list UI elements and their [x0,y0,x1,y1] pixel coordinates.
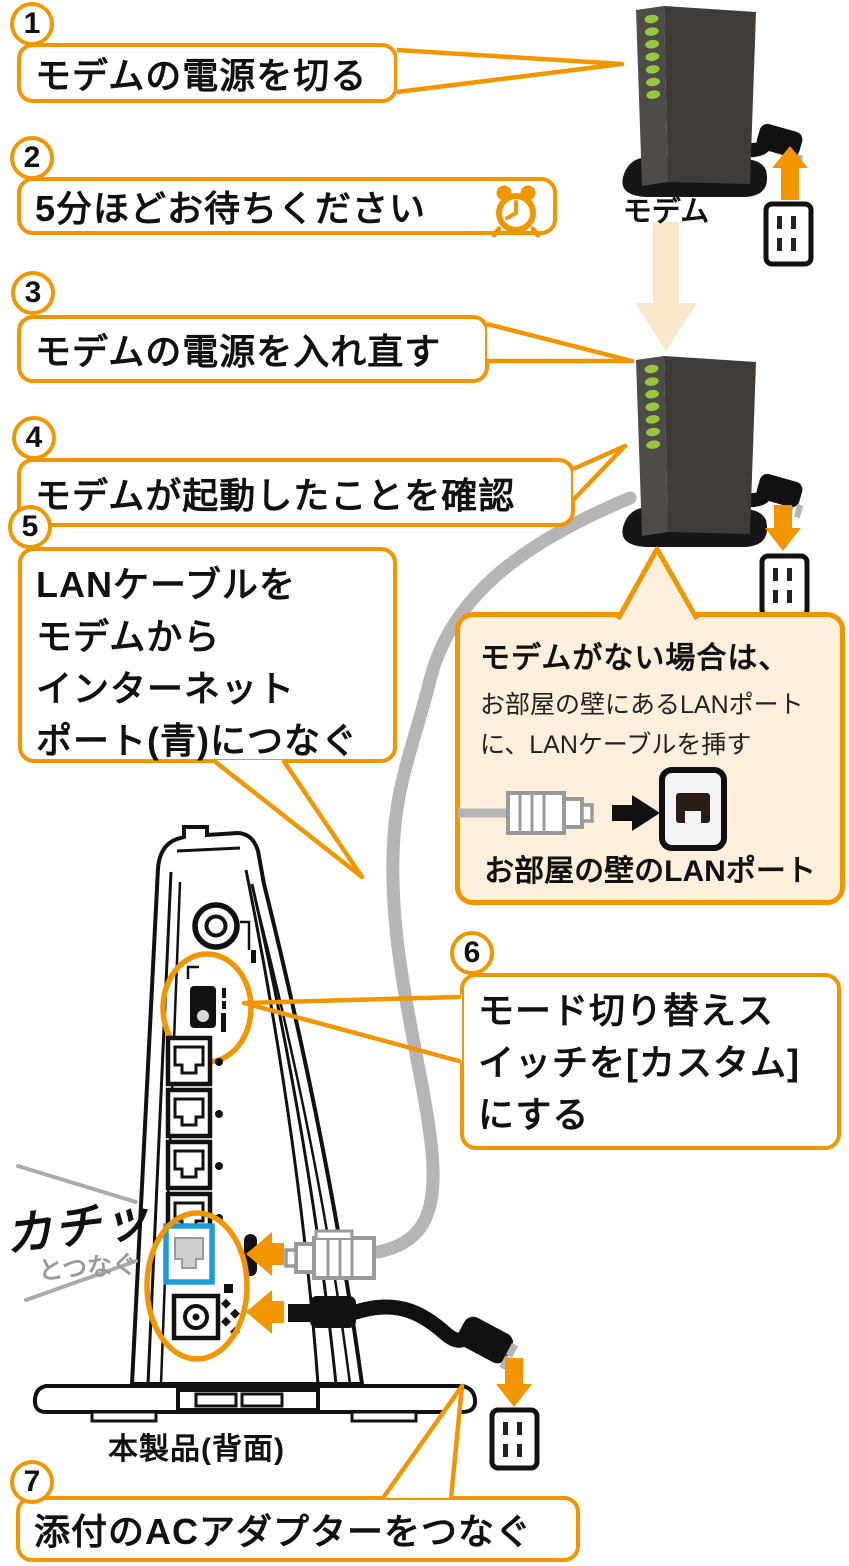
mode-switch-highlight-circle [160,951,254,1065]
step-6-line-2: イッチを[カスタム] [478,1042,800,1083]
note-box-pointer [615,546,700,621]
step-5-line-4: ポート(青)につなぐ [36,720,358,761]
step-5-line-2: モデムから [36,616,221,657]
step-7-callout: 添付のACアダプターをつなぐ [16,1496,580,1562]
step-3-callout: モデムの電源を入れ直す [17,315,489,383]
arrow-left-to-internet-port [246,1232,284,1276]
step-7-text: 添付のACアダプターをつなぐ [34,1511,532,1552]
step-6-line-1: モード切り替えス [478,990,775,1031]
arrow-down-wait [635,222,697,351]
step-2-callout: 5分ほどお待ちください [17,177,557,238]
note-caption: お部屋の壁のLANポート [484,855,816,888]
modem-led-lights [644,14,661,99]
internet-port-highlight-circle [144,1210,250,1362]
power-jack-icon [171,1284,240,1341]
router-rear-illustration [32,825,478,1423]
step-5-line-1: LANケーブルを [36,564,296,605]
modem-illustration-middle [622,356,810,619]
arrow-up-unplug [772,146,808,200]
note-body-line-1: お部屋の壁にあるLANポート [480,691,804,719]
step-4-number: 4 [12,416,56,460]
step-4-callout: モデムが起動したことを確認 [17,458,575,527]
no-modem-note-box: モデムがない場合は、 お部屋の壁にあるLANポート に、LANケーブルを挿す お… [455,612,845,905]
arrow-left-to-power-jack [246,1290,284,1334]
ac-adapter-icon [288,1296,519,1371]
step-4-pointer [571,443,628,502]
mode-switch-icon [186,965,226,1032]
router-stand [32,1384,478,1423]
step-2-number: 2 [10,136,54,180]
step-3-pointer [486,321,635,364]
lan-ports [165,1035,223,1243]
step-3-number: 3 [11,271,55,315]
step-4-text: モデムが起動したことを確認 [35,474,516,516]
step-6-pointer [241,994,462,1064]
power-outlet-icon-middle [759,553,810,619]
step-7-number: 7 [10,1460,54,1504]
modem-label: モデム [622,196,710,228]
arrow-down-to-outlet-bottom [496,1358,532,1407]
step-2-text: 5分ほどお待ちください [35,188,427,229]
power-outlet-icon-bottom [489,1407,540,1471]
step-5-pointer [211,758,365,880]
note-body: お部屋の壁にあるLANポート に、LANケーブルを挿す [480,685,820,765]
router-body-outline [129,825,365,1386]
device-rear-label: 本製品(背面) [108,1433,285,1466]
wps-button-icon [192,902,256,963]
arrow-down-plug-in [765,505,801,551]
step-6-callout: モード切り替えス イッチを[カスタム] にする [460,973,841,1150]
step-6-number: 6 [450,931,494,975]
step-7-pointer [381,1383,465,1500]
step-6-line-3: にする [478,1094,590,1135]
note-body-line-2: に、LANケーブルを挿す [480,731,752,759]
step-5-callout: LANケーブルを モデムから インターネット ポート(青)につなぐ [18,547,397,763]
step-5-number: 5 [8,505,52,549]
step-1-text: モデムの電源を切る [35,55,368,96]
step-5-line-3: インターネット [36,668,296,709]
power-outlet-icon-top [763,201,814,267]
step-1-callout: モデムの電源を切る [17,43,398,103]
note-title: モデムがない場合は、 [480,642,790,675]
step-3-text: モデムの電源を入れ直す [35,331,442,372]
internet-port-blue-icon [163,1223,257,1285]
modem-led-lights [644,364,661,449]
alarm-clock-icon [489,182,545,238]
click-sound-sublabel: とつなぐ [37,1250,139,1286]
lan-connector-icon [284,1229,376,1280]
step-1-pointer [396,47,625,95]
step-1-number: 1 [10,2,54,46]
